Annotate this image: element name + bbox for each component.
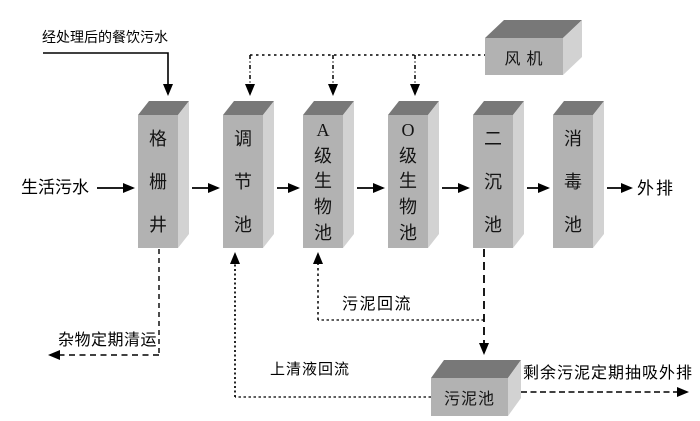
tank-box-regulating xyxy=(223,101,274,248)
label-outfall: 外排 xyxy=(637,179,675,198)
secondary-sedimentation-side-face xyxy=(513,101,524,248)
grid-well-top-face xyxy=(138,101,189,115)
a-bio-top-face xyxy=(303,101,354,115)
a-bio-front-face xyxy=(303,115,343,248)
tank-box-secondary-sedimentation xyxy=(473,101,524,248)
sludge-tank-top-face xyxy=(431,360,521,378)
secondary-sedimentation-front-face xyxy=(473,115,513,248)
sludge-tank-label: 污泥池 xyxy=(443,391,495,408)
regulating-top-face xyxy=(223,101,274,115)
tank-label-grid-well: 格栅井 xyxy=(149,128,167,235)
blower-side-face xyxy=(563,20,582,75)
tank-box-grid-well xyxy=(138,101,189,248)
sludge-tank-side-face xyxy=(508,360,521,416)
grid-well-side-face xyxy=(178,101,189,248)
tank-label-regulating: 调节池 xyxy=(234,128,252,235)
o-bio-top-face xyxy=(388,101,439,115)
blower-front-face xyxy=(485,38,563,75)
label-supernatant-return: 上清液回流 xyxy=(270,362,351,378)
label-pretreated-catering-wastewater: 经处理后的餐饮污水 xyxy=(42,31,168,46)
tank-label-secondary-sedimentation: 二沉池 xyxy=(484,128,502,235)
label-excess-sludge-discharge: 剩余污泥定期抽吸外排 xyxy=(523,365,694,382)
sludge-tank-front-face xyxy=(431,378,508,416)
disinfection-front-face xyxy=(553,115,593,248)
grid-well-front-face xyxy=(138,115,178,248)
tank-box-disinfection xyxy=(553,101,604,248)
o-bio-side-face xyxy=(428,101,439,248)
label-debris-removal: 杂物定期清运 xyxy=(58,332,158,349)
regulating-front-face xyxy=(223,115,263,248)
blower-label: 风 机 xyxy=(504,50,544,68)
tank-box-a-bio xyxy=(303,101,354,248)
secondary-sedimentation-top-face xyxy=(473,101,524,115)
arrow-pretreated-inflow xyxy=(43,52,173,96)
a-bio-side-face xyxy=(343,101,354,248)
blower-box xyxy=(485,20,582,75)
blower-top-face xyxy=(485,20,582,38)
disinfection-side-face xyxy=(593,101,604,248)
sludge-tank-box xyxy=(431,360,521,416)
tank-label-disinfection: 消毒池 xyxy=(564,128,582,235)
tank-box-o-bio xyxy=(388,101,439,248)
o-bio-front-face xyxy=(388,115,428,248)
regulating-side-face xyxy=(263,101,274,248)
label-sludge-return: 污泥回流 xyxy=(342,296,413,313)
disinfection-top-face xyxy=(553,101,604,115)
label-domestic-sewage: 生活污水 xyxy=(21,178,89,197)
